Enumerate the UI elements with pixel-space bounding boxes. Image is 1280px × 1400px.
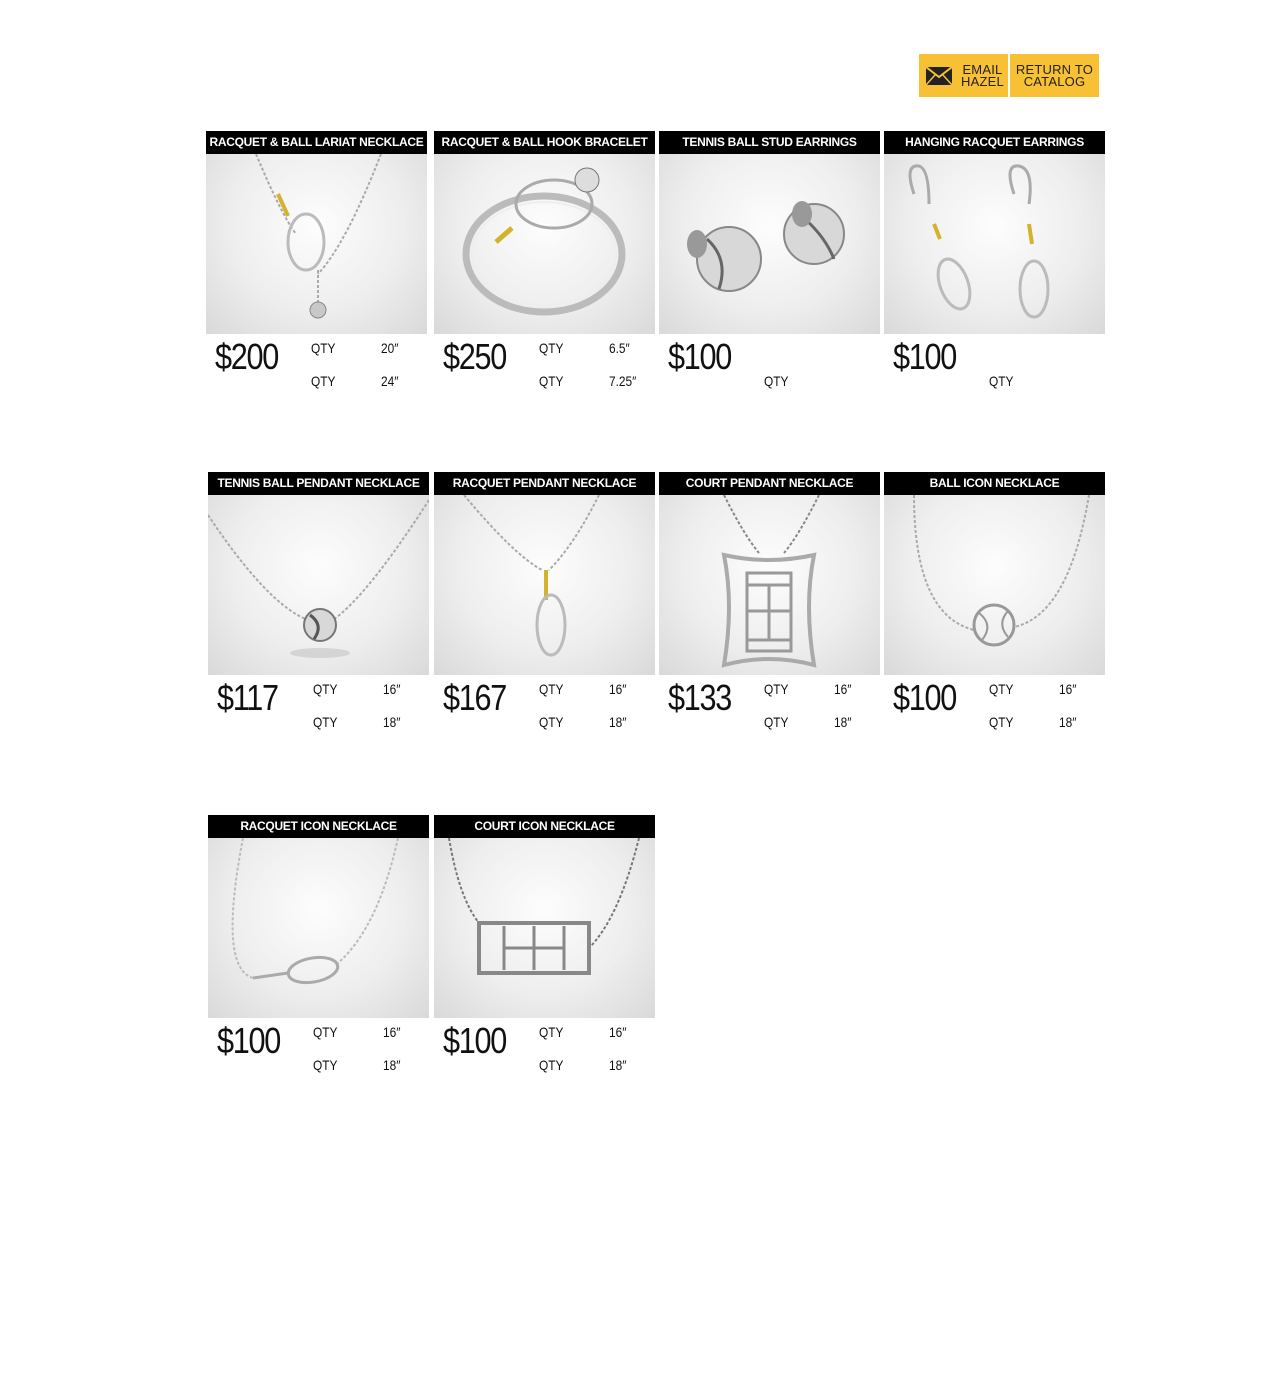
size-option: 16″	[834, 681, 852, 697]
product-image-court-icon-necklace[interactable]	[434, 838, 655, 1018]
product-price: $133	[668, 677, 732, 718]
product-title: RACQUET & BALL LARIAT NECKLACE	[206, 131, 427, 154]
qty-input[interactable]: QTY	[539, 1024, 564, 1040]
qty-input[interactable]: QTY	[539, 340, 564, 356]
qty-input[interactable]: QTY	[539, 681, 564, 697]
envelope-icon	[925, 65, 953, 86]
product-card: HANGING RACQUET EARRINGS $100 QTY	[884, 131, 1105, 391]
qty-input[interactable]: QTY	[311, 373, 336, 389]
product-title: HANGING RACQUET EARRINGS	[884, 131, 1105, 154]
product-price: $117	[217, 677, 279, 718]
product-card: RACQUET ICON NECKLACE $100 QTY 16″ QTY 1…	[208, 815, 429, 1075]
product-card: RACQUET & BALL HOOK BRACELET $250 QTY 6.…	[434, 131, 655, 391]
product-price: $100	[668, 336, 732, 377]
product-card: RACQUET & BALL LARIAT NECKLACE $200 QTY …	[206, 131, 427, 391]
product-image-court-pendant[interactable]	[659, 495, 880, 675]
qty-input[interactable]: QTY	[764, 681, 789, 697]
product-title: TENNIS BALL PENDANT NECKLACE	[208, 472, 429, 495]
size-option: 20″	[381, 340, 399, 356]
product-card: RACQUET PENDANT NECKLACE $167 QTY 16″ QT…	[434, 472, 655, 732]
size-option: 16″	[609, 681, 627, 697]
product-price: $100	[443, 1020, 507, 1061]
product-title: RACQUET & BALL HOOK BRACELET	[434, 131, 655, 154]
product-card: TENNIS BALL PENDANT NECKLACE $117 QTY 16…	[208, 472, 429, 732]
size-option: 7.25″	[609, 373, 637, 389]
product-image-racquet-pendant[interactable]	[434, 495, 655, 675]
product-price: $100	[217, 1020, 281, 1061]
product-image-ball-pendant[interactable]	[208, 495, 429, 675]
qty-input[interactable]: QTY	[539, 714, 564, 730]
size-option: 16″	[609, 1024, 627, 1040]
email-hazel-button[interactable]: EMAIL HAZEL	[919, 54, 1008, 97]
qty-input[interactable]: QTY	[989, 681, 1014, 697]
product-image-stud-earrings[interactable]	[659, 154, 880, 334]
product-image-lariat-necklace[interactable]	[206, 154, 427, 334]
qty-input[interactable]: QTY	[764, 714, 789, 730]
product-image-racquet-earrings[interactable]	[884, 154, 1105, 334]
product-title: BALL ICON NECKLACE	[884, 472, 1105, 495]
size-option: 24″	[381, 373, 399, 389]
qty-input[interactable]: QTY	[989, 373, 1014, 389]
product-card: COURT ICON NECKLACE $100 QTY 16″ QTY 18″	[434, 815, 655, 1075]
qty-input[interactable]: QTY	[313, 1057, 338, 1073]
product-title: COURT ICON NECKLACE	[434, 815, 655, 838]
qty-input[interactable]: QTY	[539, 373, 564, 389]
qty-input[interactable]: QTY	[989, 714, 1014, 730]
return-to-catalog-label: RETURN TO CATALOG	[1015, 61, 1094, 89]
size-option: 18″	[383, 714, 401, 730]
product-price: $167	[443, 677, 507, 718]
qty-input[interactable]: QTY	[539, 1057, 564, 1073]
product-price: $250	[443, 336, 507, 377]
size-option: 18″	[609, 714, 627, 730]
product-title: TENNIS BALL STUD EARRINGS	[659, 131, 880, 154]
product-image-hook-bracelet[interactable]	[434, 154, 655, 334]
product-image-racquet-icon-necklace[interactable]	[208, 838, 429, 1018]
size-option: 18″	[834, 714, 852, 730]
size-option: 16″	[1059, 681, 1077, 697]
qty-input[interactable]: QTY	[313, 714, 338, 730]
size-option: 18″	[609, 1057, 627, 1073]
return-to-catalog-button[interactable]: RETURN TO CATALOG	[1010, 54, 1099, 97]
size-option: 16″	[383, 681, 401, 697]
product-title: RACQUET PENDANT NECKLACE	[434, 472, 655, 495]
product-price: $200	[215, 336, 279, 377]
product-card: TENNIS BALL STUD EARRINGS $100 QTY	[659, 131, 880, 391]
email-hazel-label: EMAIL HAZEL	[961, 61, 1004, 89]
size-option: 18″	[1059, 714, 1077, 730]
qty-input[interactable]: QTY	[313, 1024, 338, 1040]
product-card: COURT PENDANT NECKLACE $133 QTY 16″ QTY …	[659, 472, 880, 732]
size-option: 18″	[383, 1057, 401, 1073]
size-option: 6.5″	[609, 340, 630, 356]
qty-input[interactable]: QTY	[313, 681, 338, 697]
product-title: RACQUET ICON NECKLACE	[208, 815, 429, 838]
product-price: $100	[893, 336, 957, 377]
product-image-ball-icon-necklace[interactable]	[884, 495, 1105, 675]
product-price: $100	[893, 677, 957, 718]
product-card: BALL ICON NECKLACE $100 QTY 16″ QTY 18″	[884, 472, 1105, 732]
size-option: 16″	[383, 1024, 401, 1040]
qty-input[interactable]: QTY	[764, 373, 789, 389]
product-title: COURT PENDANT NECKLACE	[659, 472, 880, 495]
qty-input[interactable]: QTY	[311, 340, 336, 356]
